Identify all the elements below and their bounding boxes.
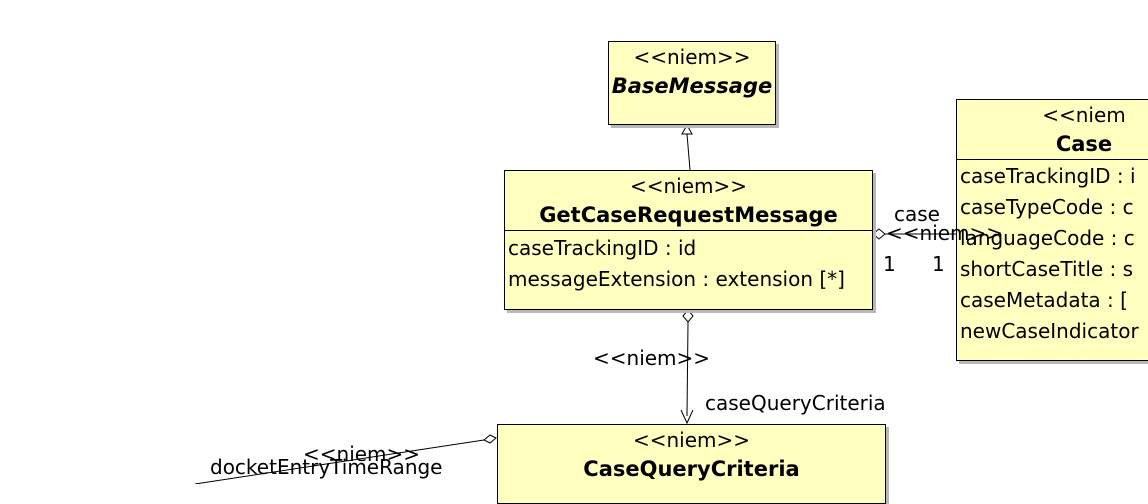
attribute: languageCode : c (960, 226, 1135, 250)
class-base-message[interactable]: <<niem>> BaseMessage (608, 41, 776, 125)
attribute: newCaseIndicator (960, 319, 1139, 343)
docket-aggregation-diamond (483, 434, 497, 444)
attribute: caseTrackingID : id (508, 236, 697, 260)
query-stereotype-label: <<niem>> (593, 346, 711, 370)
attribute: shortCaseTitle : s (960, 257, 1134, 281)
class-stereotype: <<niem>> (632, 428, 751, 452)
case-stereotype-label: <<niem>> (886, 221, 1004, 245)
class-case-query-criteria[interactable]: <<niem>> CaseQueryCriteria (497, 424, 886, 504)
attribute: caseMetadata : [ (960, 288, 1128, 312)
query-aggregation-diamond (682, 309, 694, 323)
docket-association-line (194, 439, 485, 484)
docket-stereotype-label: <<niem>> (303, 442, 421, 466)
class-name: BaseMessage (611, 74, 773, 98)
class-name: GetCaseRequestMessage (539, 203, 838, 227)
class-name: CaseQueryCriteria (583, 457, 800, 481)
generalization-arrowhead (681, 123, 693, 135)
attribute: caseTrackingID : i (960, 164, 1136, 188)
generalization-line (686, 133, 691, 171)
query-role-label: caseQueryCriteria (705, 391, 886, 415)
attribute-list: caseTrackingID : id messageExtension : e… (505, 230, 872, 297)
docket-role-label: docketEntryTimeRange (210, 455, 443, 479)
class-case[interactable]: <<niem Case caseTrackingID : i caseTypeC… (956, 99, 1148, 361)
query-association-line (686, 321, 689, 417)
class-get-case-request-message[interactable]: <<niem>> GetCaseRequestMessage caseTrack… (504, 170, 873, 310)
case-multiplicity-source: 1 (883, 252, 896, 276)
case-multiplicity-target: 1 (932, 252, 945, 276)
attribute-list: caseTrackingID : i caseTypeCode : c lang… (957, 159, 1148, 349)
connector-layer (194, 123, 956, 484)
attribute: messageExtension : extension [*] (508, 267, 845, 291)
query-arrowhead (680, 409, 694, 425)
attribute: caseTypeCode : c (960, 195, 1134, 219)
class-stereotype: <<niem (1042, 103, 1126, 127)
case-aggregation-diamond (872, 228, 886, 240)
class-name: Case (1055, 132, 1113, 156)
class-stereotype: <<niem>> (629, 174, 748, 198)
class-stereotype: <<niem>> (633, 45, 751, 69)
case-role-label: case (894, 202, 940, 226)
